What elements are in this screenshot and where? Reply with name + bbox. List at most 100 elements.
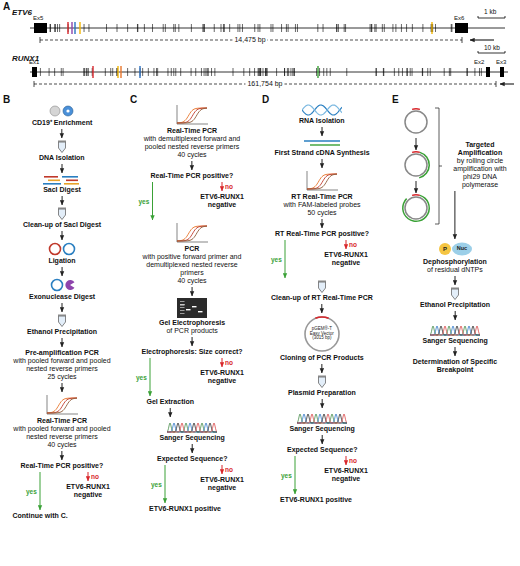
saci-site <box>214 68 215 76</box>
saci-site <box>294 68 295 76</box>
saci-site <box>376 24 377 32</box>
step-title: RT Real-Time PCR positive? <box>275 230 369 238</box>
flow-arrow <box>192 444 193 453</box>
map-label: Ex1 <box>29 59 39 66</box>
flow-arrow <box>62 267 63 276</box>
saci-site <box>165 24 166 32</box>
saci-site <box>137 24 138 32</box>
step-icon <box>317 280 327 293</box>
saci-site <box>330 68 331 76</box>
saci-site <box>224 24 225 32</box>
result-step: ETV6-RUNX1 negative <box>186 368 258 386</box>
saci-site <box>59 24 60 32</box>
icon-label: pGEM®-T Easy Vector (3015 bp) <box>308 327 336 341</box>
step-icon <box>175 104 209 126</box>
plasmid-icon <box>305 316 339 351</box>
primer-arc <box>412 108 420 110</box>
edge-label: no <box>90 473 100 480</box>
saci-site <box>286 24 287 32</box>
icon-holder <box>317 280 327 293</box>
step-icon <box>437 241 473 257</box>
result-step: ETV6-RUNX1 positive <box>147 504 223 514</box>
saci-site <box>406 24 407 32</box>
process-step: pGEM®-T Easy Vector (3015 bp) Cloning of … <box>278 314 366 363</box>
saci-site <box>323 24 324 32</box>
step-icon <box>57 140 67 153</box>
step-icon <box>430 322 480 336</box>
saci-site <box>371 24 372 32</box>
scale-bar <box>478 16 505 18</box>
gene-line <box>30 28 505 29</box>
saci-site <box>191 68 192 76</box>
saci-site <box>317 24 318 32</box>
step-icon <box>297 410 347 424</box>
saci-site <box>467 68 468 76</box>
result-step: ETV6-RUNX1 negative <box>52 482 124 500</box>
saci-site <box>163 24 164 32</box>
flow-arrow <box>61 129 62 138</box>
exon-box <box>486 67 490 77</box>
saci-site <box>374 24 375 32</box>
saci-site <box>319 68 320 76</box>
cells-icon <box>50 106 73 116</box>
step-title: Targeted Amplification <box>447 141 513 157</box>
result-step: ETV6-RUNX1 negative <box>186 192 258 210</box>
exon-box <box>34 23 47 33</box>
saci-site <box>204 68 205 76</box>
step-icon <box>47 278 77 292</box>
saci-site <box>171 68 172 76</box>
saci-site <box>466 68 467 76</box>
primer-site <box>117 66 118 78</box>
map-label: 1 kb <box>484 8 496 15</box>
process-step: Sanger Sequencing <box>158 418 227 443</box>
primer-site <box>92 66 93 78</box>
saci-site <box>267 68 268 76</box>
saci-site <box>61 68 62 76</box>
flow-arrow <box>165 465 166 503</box>
saci-site <box>88 24 89 32</box>
saci-site <box>87 68 88 76</box>
step-title: Cloning of PCR Products <box>280 354 364 362</box>
flow-arrow <box>170 408 171 417</box>
map-label: 14,475 bp <box>232 36 267 44</box>
saci-site <box>173 68 174 76</box>
tube-icon <box>58 208 66 220</box>
step-title: Dephosphorylation <box>423 258 487 266</box>
flow-arrow <box>62 338 63 347</box>
step-detail: with positive forward primer and demulti… <box>135 253 249 277</box>
process-step: Gel Electrophoresisof PCR products <box>157 297 227 336</box>
flow-arrow <box>88 472 89 481</box>
saci-site <box>316 68 317 76</box>
saci-site <box>152 24 153 32</box>
saci-site <box>451 24 452 32</box>
saci-site <box>127 24 128 32</box>
saci-site <box>117 24 118 32</box>
map-label: Ex6 <box>454 15 464 22</box>
step-icon <box>57 207 67 220</box>
saci-site <box>481 68 482 76</box>
process-step: Real-Time PCRwith pooled forward and poo… <box>5 393 119 450</box>
flow-arrow <box>295 456 296 494</box>
flow-arrow <box>222 182 223 191</box>
process-step: Gel Extraction <box>145 397 196 407</box>
frags-icon <box>43 176 79 185</box>
saci-site <box>258 68 259 76</box>
flow-arrow <box>152 182 153 220</box>
gene-maps <box>30 16 514 87</box>
saci-site <box>249 68 250 76</box>
saci-site <box>83 68 84 76</box>
direction-arrow <box>470 40 494 41</box>
process-step: Ligation <box>44 241 80 266</box>
icon-holder <box>175 222 209 244</box>
step-title: ETV6-RUNX1 negative <box>312 467 380 483</box>
saci-site <box>259 68 260 76</box>
saci-site <box>326 68 327 76</box>
icon-holder <box>297 410 347 424</box>
step-title: CD19⁺ Enrichment <box>32 119 92 127</box>
saci-site <box>208 68 209 76</box>
saci-site <box>148 68 149 76</box>
step-icon <box>450 287 460 300</box>
saci-site <box>271 24 272 32</box>
process-step: Determination of Specific Breakpoint <box>396 357 514 375</box>
saci-site <box>293 68 294 76</box>
